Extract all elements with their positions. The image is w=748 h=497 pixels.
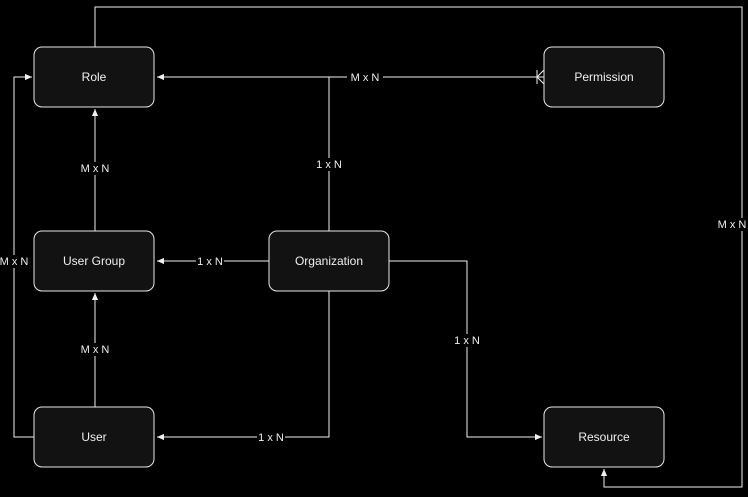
node-permission-label: Permission: [574, 70, 633, 84]
label-user-role: M x N: [0, 255, 32, 268]
node-user-group-label: User Group: [63, 254, 125, 268]
label-role-resource-text: M x N: [718, 219, 747, 231]
label-organization-user-group: 1 x N: [196, 255, 224, 268]
label-organization-user-group-text: 1 x N: [197, 256, 223, 268]
edge-organization-to-resource: [389, 260, 542, 441]
label-organization-role: 1 x N: [315, 158, 343, 171]
node-organization-label: Organization: [295, 254, 363, 268]
node-permission[interactable]: Permission: [543, 46, 665, 108]
label-user-role-text: M x N: [0, 256, 28, 268]
label-permission-role-text: M x N: [351, 72, 380, 84]
label-organization-role-text: 1 x N: [316, 159, 342, 171]
label-user-group-role: M x N: [77, 162, 113, 175]
node-role-label: Role: [82, 70, 107, 84]
label-user-user-group: M x N: [77, 343, 113, 356]
node-role[interactable]: Role: [33, 46, 155, 108]
node-user-group[interactable]: User Group: [33, 230, 155, 292]
node-resource-label: Resource: [578, 430, 630, 444]
label-organization-user-text: 1 x N: [258, 432, 284, 444]
label-user-group-role-text: M x N: [81, 163, 110, 175]
edge-role-to-resource: [94, 6, 743, 488]
label-permission-role: M x N: [347, 71, 383, 84]
node-user[interactable]: User: [33, 406, 155, 468]
label-organization-resource: 1 x N: [453, 334, 481, 347]
label-role-resource: M x N: [716, 218, 748, 231]
label-organization-resource-text: 1 x N: [454, 335, 480, 347]
edge-permission-crowfoot: [536, 69, 545, 85]
node-resource[interactable]: Resource: [543, 406, 665, 468]
node-organization[interactable]: Organization: [268, 230, 390, 292]
node-user-label: User: [81, 430, 106, 444]
label-organization-user: 1 x N: [257, 431, 285, 444]
label-user-user-group-text: M x N: [81, 344, 110, 356]
edge-organization-to-user: [157, 291, 330, 441]
